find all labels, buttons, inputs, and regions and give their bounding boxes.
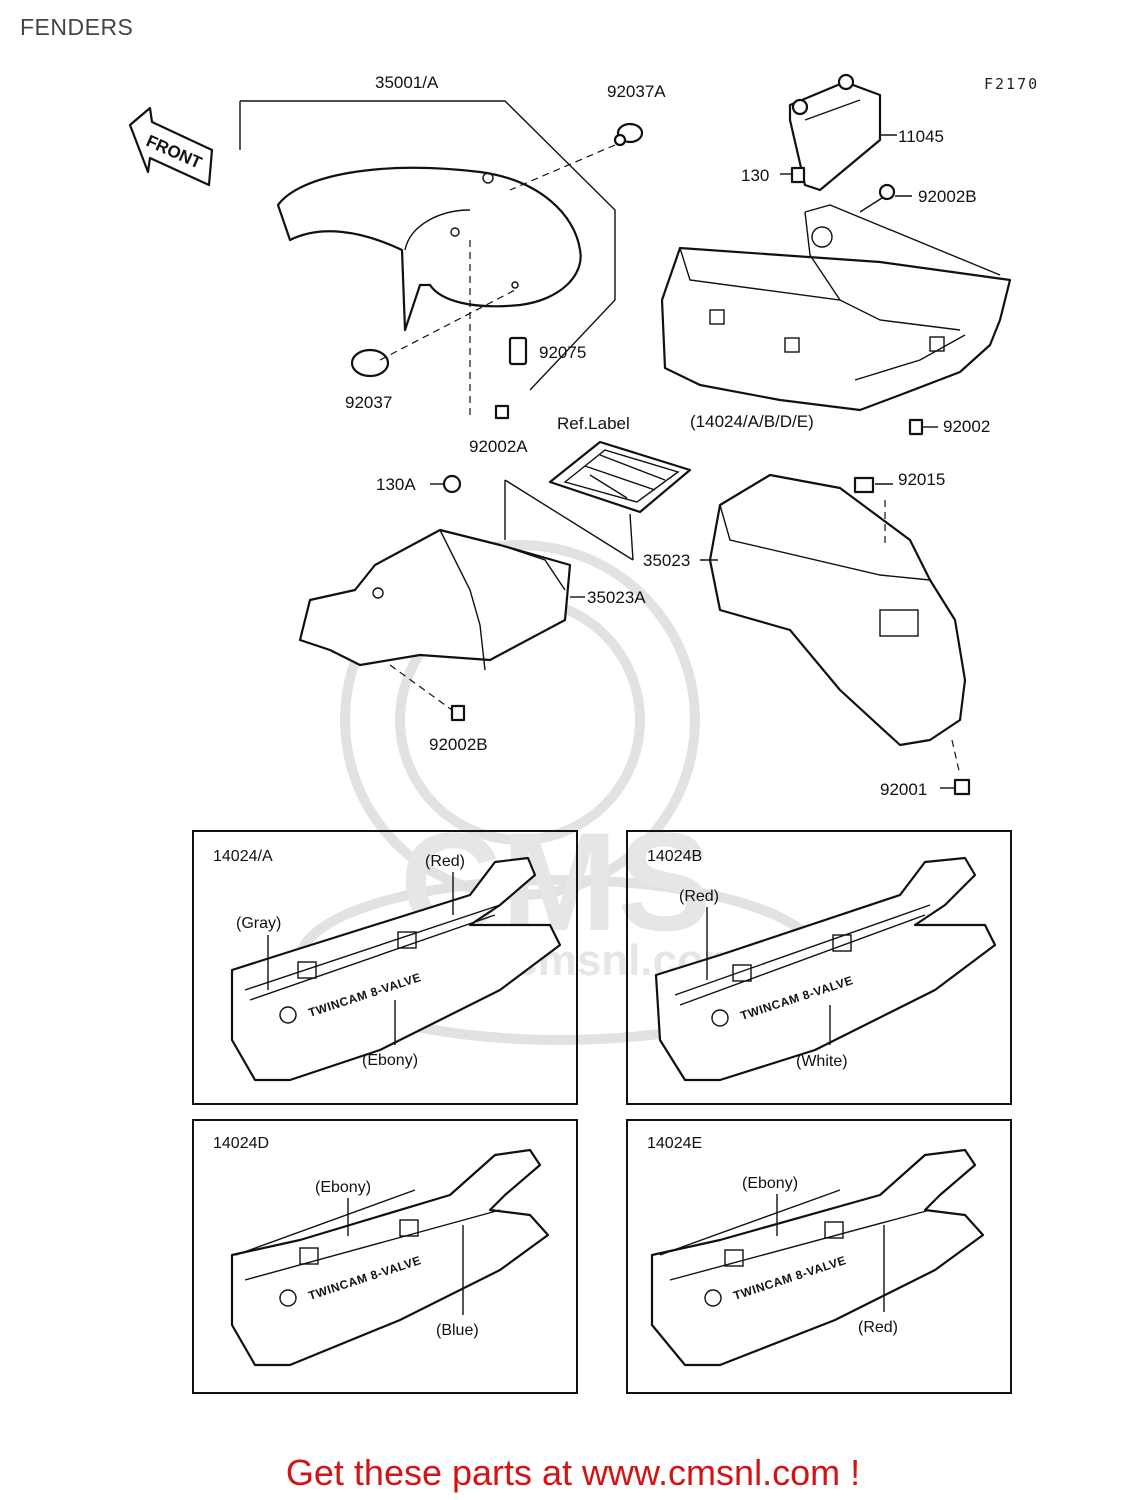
- clamp-92037: [350, 289, 516, 378]
- variant-color-bottom: (Red): [858, 1319, 898, 1336]
- front-arrow: FRONT: [128, 106, 214, 187]
- label-35023: 35023: [643, 551, 690, 570]
- inner-fender-35023a: [298, 479, 634, 671]
- bolt-130a: [430, 474, 462, 494]
- variant-color-top: (Red): [679, 888, 719, 905]
- label-130a: 130A: [376, 475, 416, 494]
- figure-code: F2170: [984, 75, 1039, 93]
- bolt-92002a: [469, 240, 510, 420]
- label-35023a: 35023A: [587, 588, 646, 607]
- variant-color-top: (Ebony): [742, 1175, 798, 1192]
- bolt-130: [780, 166, 806, 184]
- variant-color-left: (Gray): [236, 915, 281, 932]
- variant-color-top: (Ebony): [315, 1179, 371, 1196]
- front-fender-35001: [239, 100, 616, 391]
- label-35001: 35001/A: [375, 73, 439, 92]
- label-11045: 11045: [898, 127, 944, 146]
- label-92002: 92002: [943, 417, 990, 436]
- variant-panel-14024e: 14024E TWINCAM 8-VALVE (Ebony) (Red): [626, 1119, 1012, 1394]
- label-92037: 92037: [345, 393, 392, 412]
- label-92002b-bottom: 92002B: [429, 735, 488, 754]
- parts-link-banner[interactable]: Get these parts at www.cmsnl.com !: [285, 1452, 861, 1493]
- label-92015: 92015: [898, 470, 945, 489]
- bolt-92002: [908, 418, 938, 436]
- ref-label: [548, 440, 692, 514]
- variant-color-bottom: (White): [796, 1053, 848, 1070]
- tail-cover-14024: [660, 204, 1012, 412]
- variant-color-bottom: (Blue): [436, 1322, 479, 1339]
- label-92002b-top: 92002B: [918, 187, 977, 206]
- label-ref-label: Ref.Label: [557, 414, 630, 433]
- clamp-92037a: [509, 122, 644, 191]
- bolt-92001: [940, 778, 971, 796]
- nut-92015: [853, 476, 893, 494]
- variant-panel-14024a: 14024/A TWINCAM 8-VALVE (Red) (Gray) (Eb…: [192, 830, 578, 1105]
- label-92037a: 92037A: [607, 82, 666, 101]
- clip-92075: [508, 336, 528, 366]
- variant-panel-14024d: 14024D TWINCAM 8-VALVE (Ebony) (Blue): [192, 1119, 578, 1394]
- variant-code: 14024D: [213, 1135, 269, 1152]
- variant-code: 14024E: [647, 1135, 702, 1152]
- variant-code: 14024B: [647, 848, 702, 865]
- label-92002a: 92002A: [469, 437, 528, 456]
- callout-labels: 35001/A 92037A 11045 130 92002B 92075 92…: [345, 73, 990, 799]
- variant-color-bottom: (Ebony): [362, 1052, 418, 1069]
- label-92075: 92075: [539, 343, 586, 362]
- label-92001: 92001: [880, 780, 927, 799]
- label-14024: (14024/A/B/D/E): [690, 412, 814, 431]
- rear-fender-35023: [629, 473, 967, 776]
- label-130: 130: [741, 166, 769, 185]
- bolt-92002b-bottom: [389, 664, 466, 722]
- page-title: FENDERS: [20, 14, 134, 40]
- bracket-11045: [788, 73, 897, 192]
- variant-panel-14024b: 14024B TWINCAM 8-VALVE (Red) (White): [626, 830, 1012, 1105]
- bolt-92002b-top: [859, 183, 912, 213]
- variant-color-top: (Red): [425, 853, 465, 870]
- variant-code: 14024/A: [213, 848, 273, 865]
